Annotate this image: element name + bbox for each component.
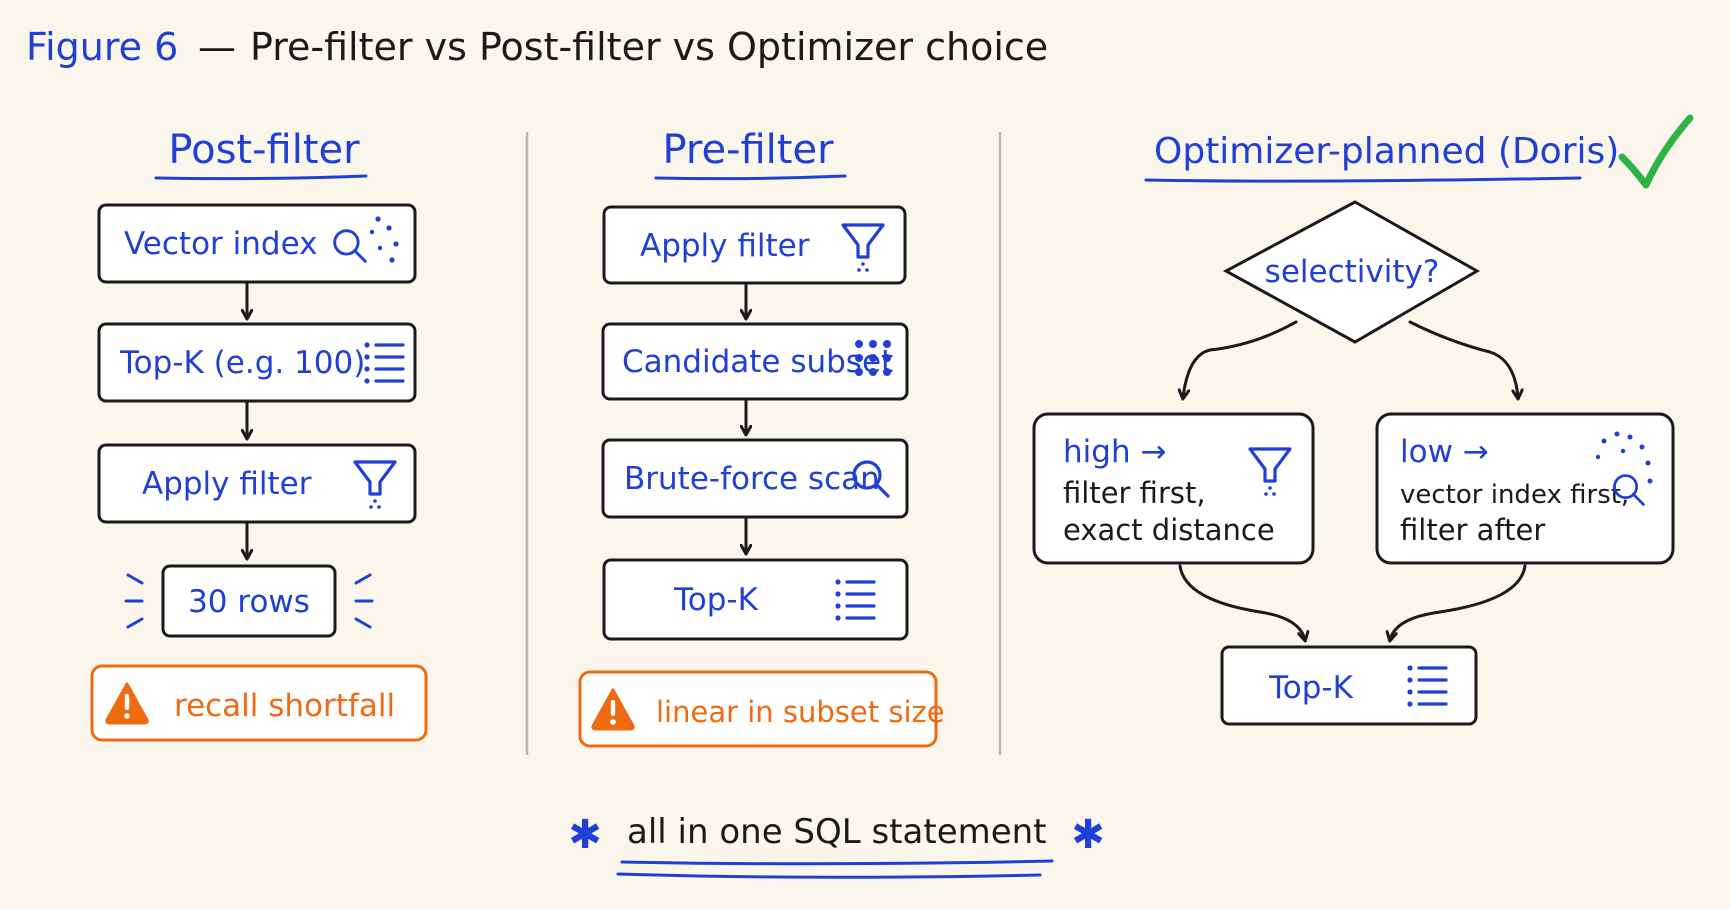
post-filter-warning-text: recall shortfall [174,688,395,724]
branch-low-label: low → [1400,434,1489,470]
sparkle-dots [369,216,399,263]
branch-low-box: low → vector index first, filter after [1375,412,1675,565]
post-step-vector-index: Vector index [97,203,417,284]
pre-step-brute-force-scan-label: Brute-force scan [624,461,880,497]
pre-step-candidate-subset-label: Candidate subset [622,344,893,380]
figure-title: Figure 6 — Pre-filter vs Post-filter vs … [26,25,1048,69]
arrow-to-high [1183,320,1298,398]
pre-filter-heading-underline [654,174,847,181]
post-filter-heading-underline [154,174,368,181]
footer-star-right: ✱ [1071,812,1105,858]
pre-filter-warning: linear in subset size [578,670,945,748]
post-step-apply-filter-label: Apply filter [142,466,312,502]
emphasis-marks-right [354,573,374,629]
post-step-top-k-label: Top-K (e.g. 100) [119,345,365,381]
emphasis-marks-left [124,573,144,629]
branch-low-line1: vector index first, [1400,480,1629,510]
title-dash: — [198,25,236,69]
post-step-apply-filter: Apply filter [97,443,417,524]
decision-diamond: selectivity? [1222,200,1481,344]
post-filter-warning: recall shortfall [90,664,428,742]
arrow-to-low [1408,320,1518,398]
sparkle-dots [1595,431,1653,484]
branch-high-label: high → [1063,434,1166,470]
optimizer-column: Optimizer-planned (Doris) selectivity? h… [1032,114,1694,726]
branch-high-line2: exact distance [1063,513,1275,547]
pre-step-brute-force-scan: Brute-force scan [601,438,909,519]
footer-text: all in one SQL statement [627,812,1047,852]
decision-label: selectivity? [1265,254,1440,290]
title-text: Pre-filter vs Post-filter vs Optimizer c… [250,25,1048,69]
footer-underline-1 [620,859,1054,866]
pre-step-apply-filter: Apply filter [602,205,907,285]
pre-filter-column: Pre-filter Apply filter Candidate subset… [578,127,945,748]
branch-high-line1: filter first, [1063,476,1206,510]
pre-filter-warning-text: linear in subset size [656,695,945,729]
grid-dots-icon [855,340,891,376]
pre-filter-heading: Pre-filter [662,127,834,173]
post-step-top-k: Top-K (e.g. 100) [97,322,417,403]
optimizer-result-top-k: Top-K [1220,645,1478,726]
branch-low-line2: filter after [1400,513,1545,547]
pre-step-apply-filter-label: Apply filter [640,228,810,264]
checkmark-icon [1618,114,1694,189]
branch-high-box: high → filter first, exact distance [1032,412,1315,565]
figure-number: Figure 6 [26,25,178,69]
post-filter-column: Post-filter Vector index Top-K (e.g. 100… [90,127,428,742]
post-step-vector-index-label: Vector index [124,226,317,262]
footer-star-left: ✱ [568,812,602,858]
pre-step-top-k: Top-K [602,558,909,641]
pre-step-top-k-label: Top-K [673,582,758,618]
optimizer-heading: Optimizer-planned (Doris) [1154,131,1619,172]
optimizer-heading-underline [1144,176,1582,183]
optimizer-result-label: Top-K [1268,670,1353,706]
arrow-high-to-result [1178,564,1305,640]
footer-note: ✱ all in one SQL statement ✱ [568,812,1105,879]
post-filter-heading: Post-filter [168,127,360,173]
footer-underline-2 [616,872,1042,879]
post-step-result-rows: 30 rows [124,564,374,638]
post-step-result-rows-label: 30 rows [188,584,310,620]
pre-step-candidate-subset: Candidate subset [601,322,909,401]
arrow-low-to-result [1390,564,1527,640]
